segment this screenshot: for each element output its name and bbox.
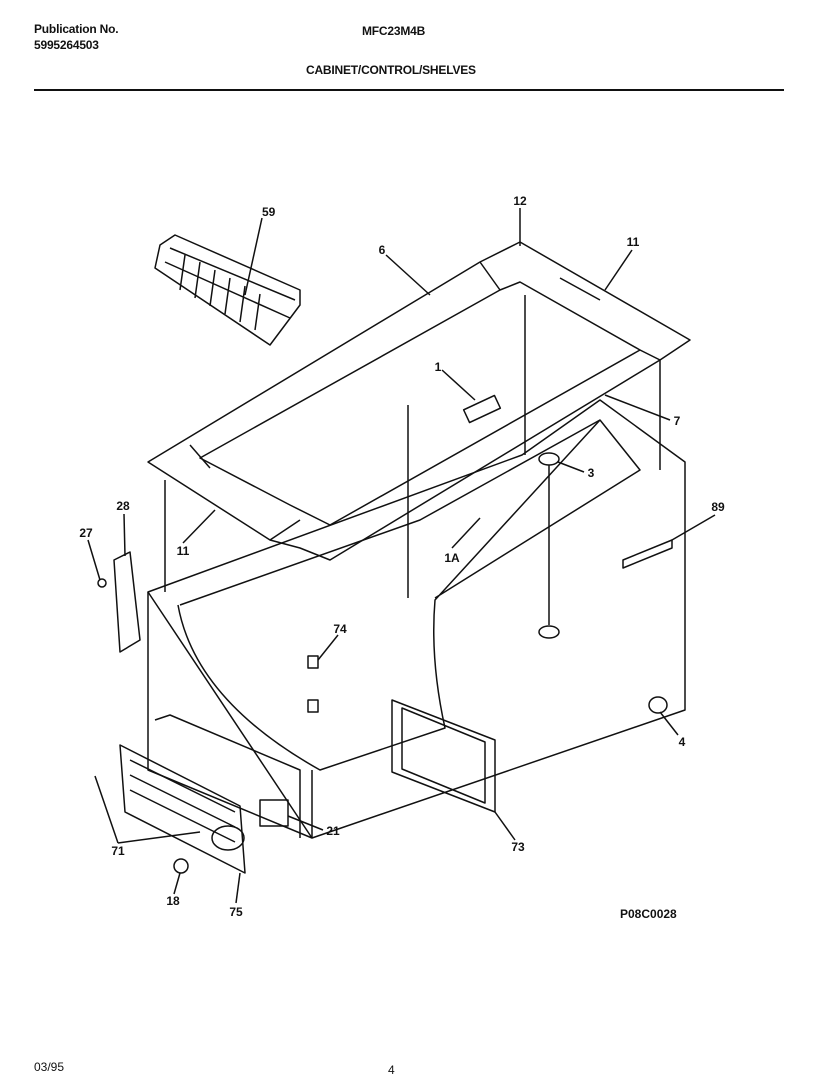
callout-1A: 1A [444,551,460,565]
model-label-plate [622,539,673,569]
callout-27: 27 [79,526,93,540]
control-panel-decal [391,699,496,813]
callout-1: 1 [435,360,442,374]
header-divider [34,89,784,91]
callout-12: 12 [513,194,527,208]
front-grille [119,744,246,874]
callout-6: 6 [379,243,386,257]
callout-18: 18 [166,894,180,908]
callout-11-left: 11 [177,544,190,558]
footer-page-number: 4 [388,1063,395,1077]
callout-11-top: 11 [627,235,640,249]
lid-gasket-frame [147,241,691,561]
callout-59: 59 [262,205,276,219]
knob [173,858,189,874]
lid-hinge [113,551,141,653]
cabinet-front-edge [147,592,313,839]
callout-74: 74 [333,622,347,636]
diagram-code: P08C0028 [620,907,677,921]
storage-basket [154,234,301,346]
publication-number: 5995264503 [34,38,99,52]
callout-3: 3 [588,466,595,480]
drain-plug [538,452,560,466]
control-knob [462,394,502,424]
callout-75: 75 [229,905,243,919]
callout-71: 71 [111,844,125,858]
callout-73: 73 [511,840,525,854]
callout-7: 7 [674,414,681,428]
cabinet-body [147,399,686,839]
cabinet-liner-opening [177,419,641,771]
thermostat [259,799,289,827]
drain-cap [648,696,668,714]
callout-21: 21 [326,824,340,838]
clip [307,655,319,669]
footer-date: 03/95 [34,1060,65,1074]
callout-28: 28 [116,499,130,513]
callout-89: 89 [711,500,725,514]
publication-label: Publication No. [34,22,119,36]
model-number: MFC23M4B [362,24,426,38]
callout-4: 4 [679,735,686,749]
lid-gasket-inner [199,281,641,526]
section-title: CABINET/CONTROL/SHELVES [306,63,476,77]
